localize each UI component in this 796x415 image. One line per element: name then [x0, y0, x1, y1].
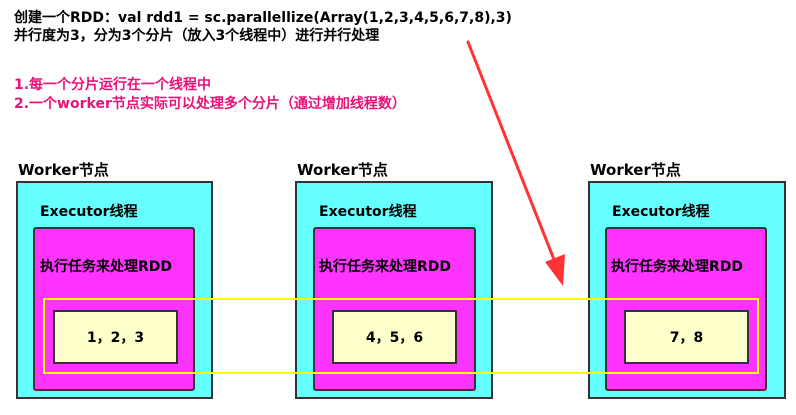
- worker-1-label: Worker节点: [18, 161, 109, 179]
- pointer-arrow-head: [545, 254, 565, 286]
- worker-2-executor-label: Executor线程: [319, 204, 417, 220]
- intro-line-2: 并行度为3，分为3个分片（放入3个线程中）进行并行处理: [14, 28, 380, 44]
- partition-highlight-frame: [43, 298, 759, 374]
- worker-3-partition: 7，8: [624, 310, 749, 364]
- worker-3-task-label: 执行任务来处理RDD: [611, 259, 744, 275]
- worker-2-partition: 4，5，6: [332, 310, 457, 364]
- worker-2-label: Worker节点: [297, 161, 388, 179]
- worker-2-task-label: 执行任务来处理RDD: [319, 259, 452, 275]
- intro-line-1: 创建一个RDD：val rdd1 = sc.parallellize(Array…: [14, 10, 512, 26]
- worker-3-label: Worker节点: [590, 161, 681, 179]
- worker-1-task-label: 执行任务来处理RDD: [40, 259, 173, 275]
- note-2: 2.一个worker节点实际可以处理多个分片（通过增加线程数）: [14, 96, 406, 112]
- worker-1-executor-label: Executor线程: [40, 204, 138, 220]
- note-1: 1.每一个分片运行在一个线程中: [14, 77, 212, 93]
- worker-1-partition: 1，2，3: [53, 310, 178, 364]
- worker-3-executor-label: Executor线程: [612, 204, 710, 220]
